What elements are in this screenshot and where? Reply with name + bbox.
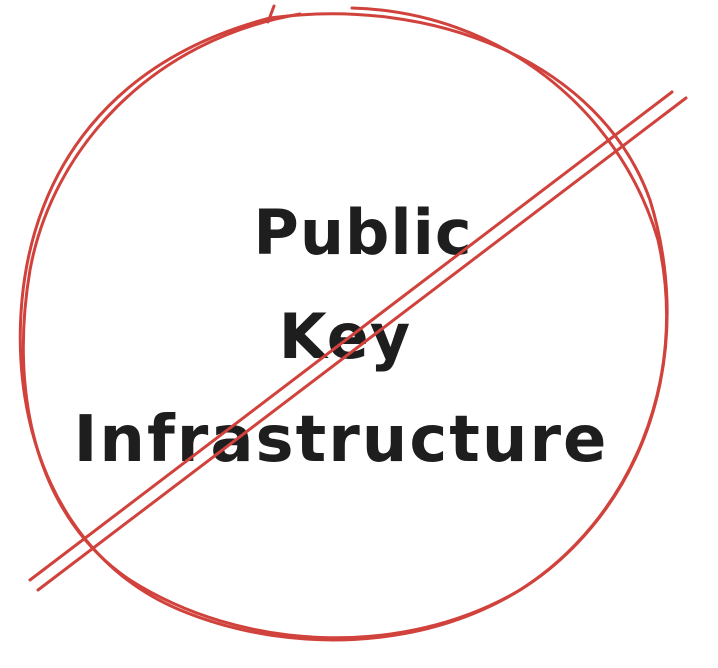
text-line-infrastructure: Infrastructure xyxy=(73,403,609,477)
text-line-public: Public xyxy=(253,196,473,269)
circle-stroke-inner xyxy=(21,6,669,640)
slash-stroke-1 xyxy=(28,90,674,582)
circle-stroke-outer xyxy=(18,12,669,642)
slash-stroke-2 xyxy=(36,96,688,592)
circle-stroke-tick xyxy=(266,4,276,24)
